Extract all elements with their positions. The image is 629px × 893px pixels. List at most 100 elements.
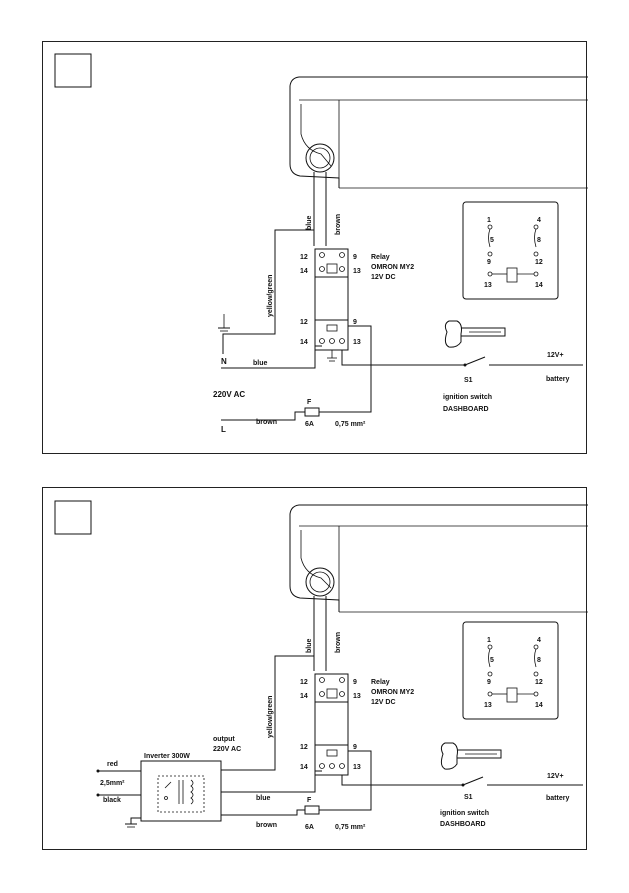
fuse-rating-label: 6A [305, 824, 314, 831]
fuse-f-label: F [307, 797, 312, 804]
label-brown-top: brown [335, 632, 342, 653]
switch-name-label: ignition switch [440, 810, 489, 817]
label-blue-top: blue [306, 639, 313, 653]
relay-label-line3: 12V DC [371, 699, 396, 706]
motor-housing [289, 76, 588, 189]
relay-pinout-diagram [462, 621, 559, 720]
pin-14: 14 [535, 282, 543, 289]
ignition-key-icon [444, 320, 506, 348]
socket-terminal-12: 12 [300, 744, 308, 751]
label-brown-l: brown [256, 419, 277, 426]
pin-5: 5 [490, 657, 494, 664]
switch-name-label: ignition switch [443, 394, 492, 401]
fuse-wire-section-label: 0,75 mm² [335, 824, 366, 831]
pin-13: 13 [484, 282, 492, 289]
relay-label-line1: Relay [371, 254, 390, 261]
battery-plus-label: 12V+ [547, 352, 564, 359]
relay-label-line2: OMRON MY2 [371, 689, 414, 696]
ignition-key-icon [440, 742, 502, 770]
socket-terminal-14: 14 [300, 764, 308, 771]
wire-brown-out [221, 809, 305, 816]
pin-12: 12 [535, 679, 543, 686]
relay-socket [314, 744, 349, 776]
figure-number-box [54, 500, 92, 535]
diagram-mains-svg: blue brown 12 9 14 13 Relay OMRON MY2 12… [54, 53, 588, 434]
diagram-inverter-svg: blue brown 12 9 14 13 Relay OMRON MY2 12… [54, 500, 588, 831]
switch-s1-label: S1 [464, 794, 473, 801]
relay-upper-block [314, 673, 349, 746]
relay-terminal-12: 12 [300, 254, 308, 261]
wire-yellow-green [222, 229, 314, 354]
wire-relay-to-switch [341, 775, 463, 786]
mains-n-label: N [221, 357, 227, 366]
wiring-diagram-inverter: blue brown 12 9 14 13 Relay OMRON MY2 12… [42, 487, 588, 850]
figure-number-box [54, 53, 92, 88]
dc-section-label: 2,5mm² [100, 780, 125, 787]
inverter-voltage-label: 220V AC [213, 746, 241, 753]
wire-yellow-green [221, 655, 314, 771]
label-yellow-green: yellow/green [267, 696, 274, 738]
ignition-switch-contact [462, 776, 484, 786]
label-brown-top: brown [335, 214, 342, 235]
pin-4: 4 [537, 217, 541, 224]
socket-terminal-12: 12 [300, 319, 308, 326]
mains-voltage-label: 220V AC [213, 390, 245, 399]
switch-location-label: DASHBOARD [443, 406, 489, 413]
fuse-rating-label: 6A [305, 421, 314, 428]
label-yellow-green: yellow/green [267, 275, 274, 317]
wire-live [221, 411, 305, 421]
inverter-name-label: Inverter 300W [144, 753, 190, 760]
wire-live-to-relay [319, 325, 372, 413]
pin-1: 1 [487, 637, 491, 644]
relay-upper-block [314, 248, 349, 321]
relay-terminal-14: 14 [300, 268, 308, 275]
relay-terminal-13: 13 [353, 693, 361, 700]
fuse-symbol [304, 805, 320, 815]
label-blue-n: blue [253, 360, 267, 367]
socket-terminal-14: 14 [300, 339, 308, 346]
switch-location-label: DASHBOARD [440, 821, 486, 828]
inverter-box [140, 760, 222, 822]
battery-label: battery [546, 376, 569, 383]
ignition-switch-contact [464, 356, 486, 366]
fuse-f-label: F [307, 399, 312, 406]
pin-12: 12 [535, 259, 543, 266]
socket-terminal-13: 13 [353, 764, 361, 771]
label-brown-out: brown [256, 822, 277, 829]
socket-terminal-9: 9 [353, 319, 357, 326]
dc-black-label: black [103, 797, 121, 804]
wire-blue-out [221, 770, 322, 793]
wiring-diagram-mains: blue brown 12 9 14 13 Relay OMRON MY2 12… [42, 41, 588, 454]
fuse-wire-section-label: 0,75 mm² [335, 421, 366, 428]
relay-socket [314, 319, 349, 362]
label-blue-out: blue [256, 795, 270, 802]
wire-neutral [221, 345, 322, 369]
pin-8: 8 [537, 657, 541, 664]
pin-8: 8 [537, 237, 541, 244]
pin-9: 9 [487, 259, 491, 266]
relay-terminal-9: 9 [353, 679, 357, 686]
wire-relay-to-switch [341, 350, 465, 366]
inverter-transformer-icon [157, 775, 205, 813]
pin-4: 4 [537, 637, 541, 644]
motor-housing [289, 504, 588, 613]
pin-14: 14 [535, 702, 543, 709]
switch-s1-label: S1 [464, 377, 473, 384]
relay-label-line3: 12V DC [371, 274, 396, 281]
dc-red-label: red [107, 761, 118, 768]
mains-l-label: L [221, 425, 226, 434]
inverter-output-label: output [213, 736, 235, 743]
relay-terminal-13: 13 [353, 268, 361, 275]
socket-terminal-9: 9 [353, 744, 357, 751]
socket-terminal-13: 13 [353, 339, 361, 346]
relay-label-line2: OMRON MY2 [371, 264, 414, 271]
pin-5: 5 [490, 237, 494, 244]
relay-pinout-diagram [462, 201, 559, 300]
relay-terminal-12: 12 [300, 679, 308, 686]
label-blue-top: blue [306, 216, 313, 230]
battery-label: battery [546, 795, 569, 802]
wire-brown-to-relay [319, 750, 372, 811]
pin-9: 9 [487, 679, 491, 686]
relay-label-line1: Relay [371, 679, 390, 686]
pin-13: 13 [484, 702, 492, 709]
